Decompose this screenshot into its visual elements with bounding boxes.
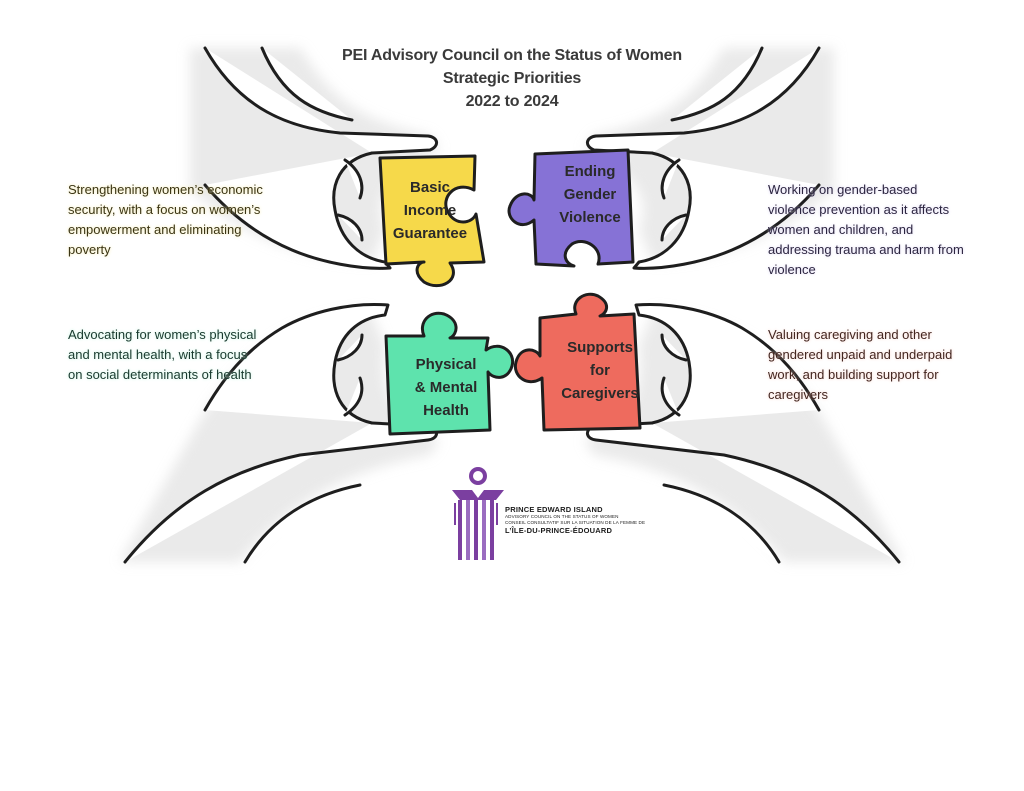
- description-line: poverty: [68, 242, 111, 257]
- label-line: & Mental: [414, 379, 478, 396]
- label-line: Supports: [567, 339, 633, 356]
- description-line: Strengthening women’s economic: [68, 182, 263, 197]
- label-line: Gender: [563, 186, 617, 203]
- label-line: Ending: [564, 163, 616, 180]
- description-line: caregivers: [768, 387, 828, 402]
- label-basic-income-guarantee: Basic Income Guarantee: [378, 176, 482, 245]
- label-line: Physical: [415, 356, 477, 373]
- puzzle-piece-supports-caregivers: [513, 292, 642, 432]
- hand-bottom-left: [123, 302, 438, 564]
- description-line: gendered unpaid and underpaid: [768, 347, 953, 362]
- logo-name-en: PRINCE EDWARD ISLAND: [505, 505, 603, 514]
- description-line: women and children, and: [768, 222, 914, 237]
- title-line-2: Strategic Priorities: [442, 70, 582, 87]
- hand-bottom-right: [586, 302, 901, 564]
- description-line: empowerment and eliminating: [68, 222, 242, 237]
- puzzle-piece-physical-mental-health: [384, 311, 515, 436]
- puzzle-piece-gender-violence: [507, 148, 635, 268]
- label-line: Health: [423, 402, 469, 419]
- description-line: Advocating for women’s physical: [68, 327, 257, 342]
- label-line: for: [590, 362, 610, 379]
- label-ending-gender-violence: Ending Gender Violence: [540, 160, 640, 229]
- description-line: addressing trauma and harm from: [768, 242, 964, 257]
- title-line-1: PEI Advisory Council on the Status of Wo…: [342, 47, 682, 64]
- label-supports-for-caregivers: Supports for Caregivers: [544, 336, 656, 405]
- description-line: and mental health, with a focus: [68, 347, 248, 362]
- puzzle-piece-basic-income: [378, 154, 486, 288]
- label-line: Guarantee: [392, 225, 468, 242]
- description-line: Working on gender-based: [768, 182, 918, 197]
- description-line: on social determinants of health: [68, 367, 252, 382]
- logo-council-en: ADVISORY COUNCIL ON THE STATUS OF WOMEN: [505, 514, 619, 519]
- description-line: security, with a focus on women’s: [68, 202, 261, 217]
- description-caregiving: Valuing caregiving and other gendered un…: [768, 325, 952, 405]
- description-line: violence prevention as it affects: [768, 202, 950, 217]
- logo-council-fr: CONSEIL CONSULTATIF SUR LA SITUATION DE …: [505, 520, 646, 525]
- description-gender-based-violence: Working on gender-based violence prevent…: [768, 180, 964, 280]
- council-logo-text: PRINCE EDWARD ISLAND ADVISORY COUNCIL ON…: [505, 505, 645, 535]
- description-health: Advocating for women’s physical and ment…: [68, 325, 256, 385]
- title-line-3: 2022 to 2024: [465, 93, 559, 110]
- label-line: Basic: [409, 179, 451, 196]
- description-line: Valuing caregiving and other: [768, 327, 932, 342]
- description-economic-security: Strengthening women’s economic security,…: [68, 180, 263, 260]
- hand-top-right: [586, 46, 821, 270]
- label-line: Caregivers: [561, 385, 639, 402]
- logo-name-fr: L’ÎLE-DU-PRINCE-ÉDOUARD: [505, 526, 613, 535]
- page-title: PEI Advisory Council on the Status of Wo…: [312, 44, 712, 113]
- description-line: violence: [768, 262, 816, 277]
- label-line: Violence: [559, 209, 621, 226]
- council-logo-emblem: [452, 467, 504, 560]
- description-line: work, and building support for: [768, 367, 939, 382]
- label-physical-mental-health: Physical & Mental Health: [392, 353, 500, 422]
- label-line: Income: [403, 202, 457, 219]
- hand-top-left: [203, 46, 438, 270]
